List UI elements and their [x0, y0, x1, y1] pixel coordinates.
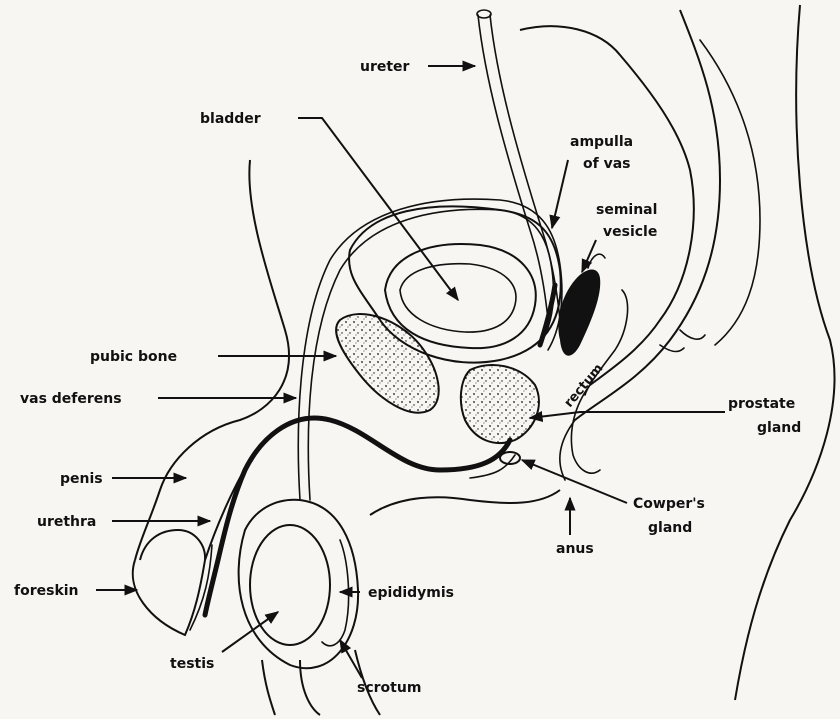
urethra [205, 418, 515, 615]
label-epididymis: epididymis [368, 585, 454, 601]
label-ampulla-line1: ampulla [570, 134, 633, 150]
label-testis: testis [170, 656, 214, 672]
label-penis: penis [60, 471, 103, 487]
label-bladder: bladder [200, 111, 261, 127]
label-seminal-line2: vesicle [603, 224, 657, 240]
label-urethra: urethra [37, 514, 96, 530]
label-pubic-bone: pubic bone [90, 349, 177, 365]
label-scrotum: scrotum [357, 680, 421, 696]
label-ampulla-line2: of vas [583, 156, 631, 172]
label-prostate-line2: gland [757, 420, 801, 436]
label-seminal-line1: seminal [596, 202, 657, 218]
label-anus: anus [556, 541, 594, 557]
label-prostate-line1: prostate [728, 396, 795, 412]
prostate [461, 365, 539, 443]
testis [250, 525, 330, 645]
label-cowpers-line2: gland [648, 520, 692, 536]
label-foreskin: foreskin [14, 583, 79, 599]
label-vas-deferens: vas deferens [20, 391, 122, 407]
seminal-vesicle [558, 254, 605, 356]
label-cowpers-line1: Cowper's [633, 496, 705, 512]
label-ureter: ureter [360, 59, 410, 75]
pubic-bone [336, 314, 439, 413]
